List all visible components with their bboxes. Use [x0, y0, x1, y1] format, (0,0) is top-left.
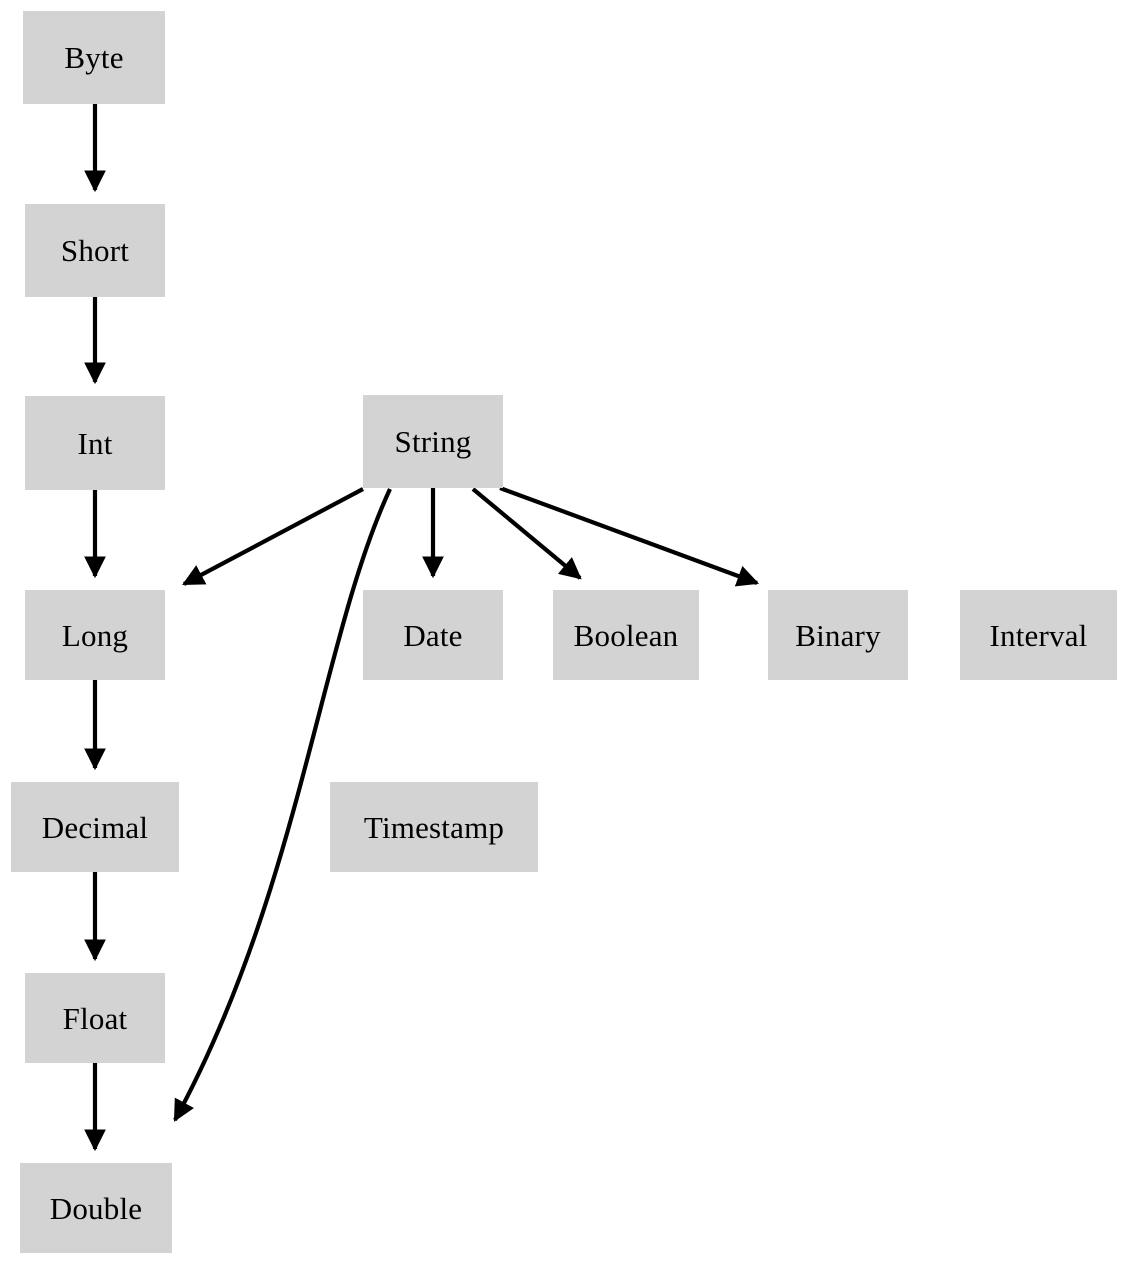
edge-string-long: [182, 487, 364, 586]
node-string[interactable]: String: [363, 395, 503, 488]
node-label: Decimal: [41, 809, 149, 845]
node-binary[interactable]: Binary: [768, 590, 908, 680]
node-long[interactable]: Long: [25, 590, 165, 680]
node-short[interactable]: Short: [25, 204, 165, 297]
node-label: Long: [61, 617, 129, 653]
node-label: String: [394, 424, 472, 459]
node-date[interactable]: Date: [363, 590, 503, 680]
edge-string-boolean: [471, 487, 582, 580]
node-decimal[interactable]: Decimal: [11, 782, 179, 872]
edge-string-binary: [499, 486, 760, 587]
node-double[interactable]: Double: [20, 1163, 172, 1253]
node-int[interactable]: Int: [25, 396, 165, 490]
node-label: Boolean: [573, 617, 679, 653]
node-label: Byte: [64, 40, 124, 75]
node-byte[interactable]: Byte: [23, 11, 165, 104]
node-interval[interactable]: Interval: [960, 590, 1117, 680]
node-label: Binary: [795, 617, 881, 653]
node-timestamp[interactable]: Timestamp: [330, 782, 538, 872]
node-boolean[interactable]: Boolean: [553, 590, 699, 680]
node-label: Date: [403, 617, 463, 653]
node-label: Int: [77, 425, 113, 461]
node-label: Float: [62, 1000, 128, 1036]
node-label: Double: [49, 1190, 143, 1226]
node-label: Short: [60, 233, 130, 268]
node-float[interactable]: Float: [25, 973, 165, 1063]
node-label: Interval: [989, 617, 1088, 653]
node-label: Timestamp: [363, 809, 505, 845]
